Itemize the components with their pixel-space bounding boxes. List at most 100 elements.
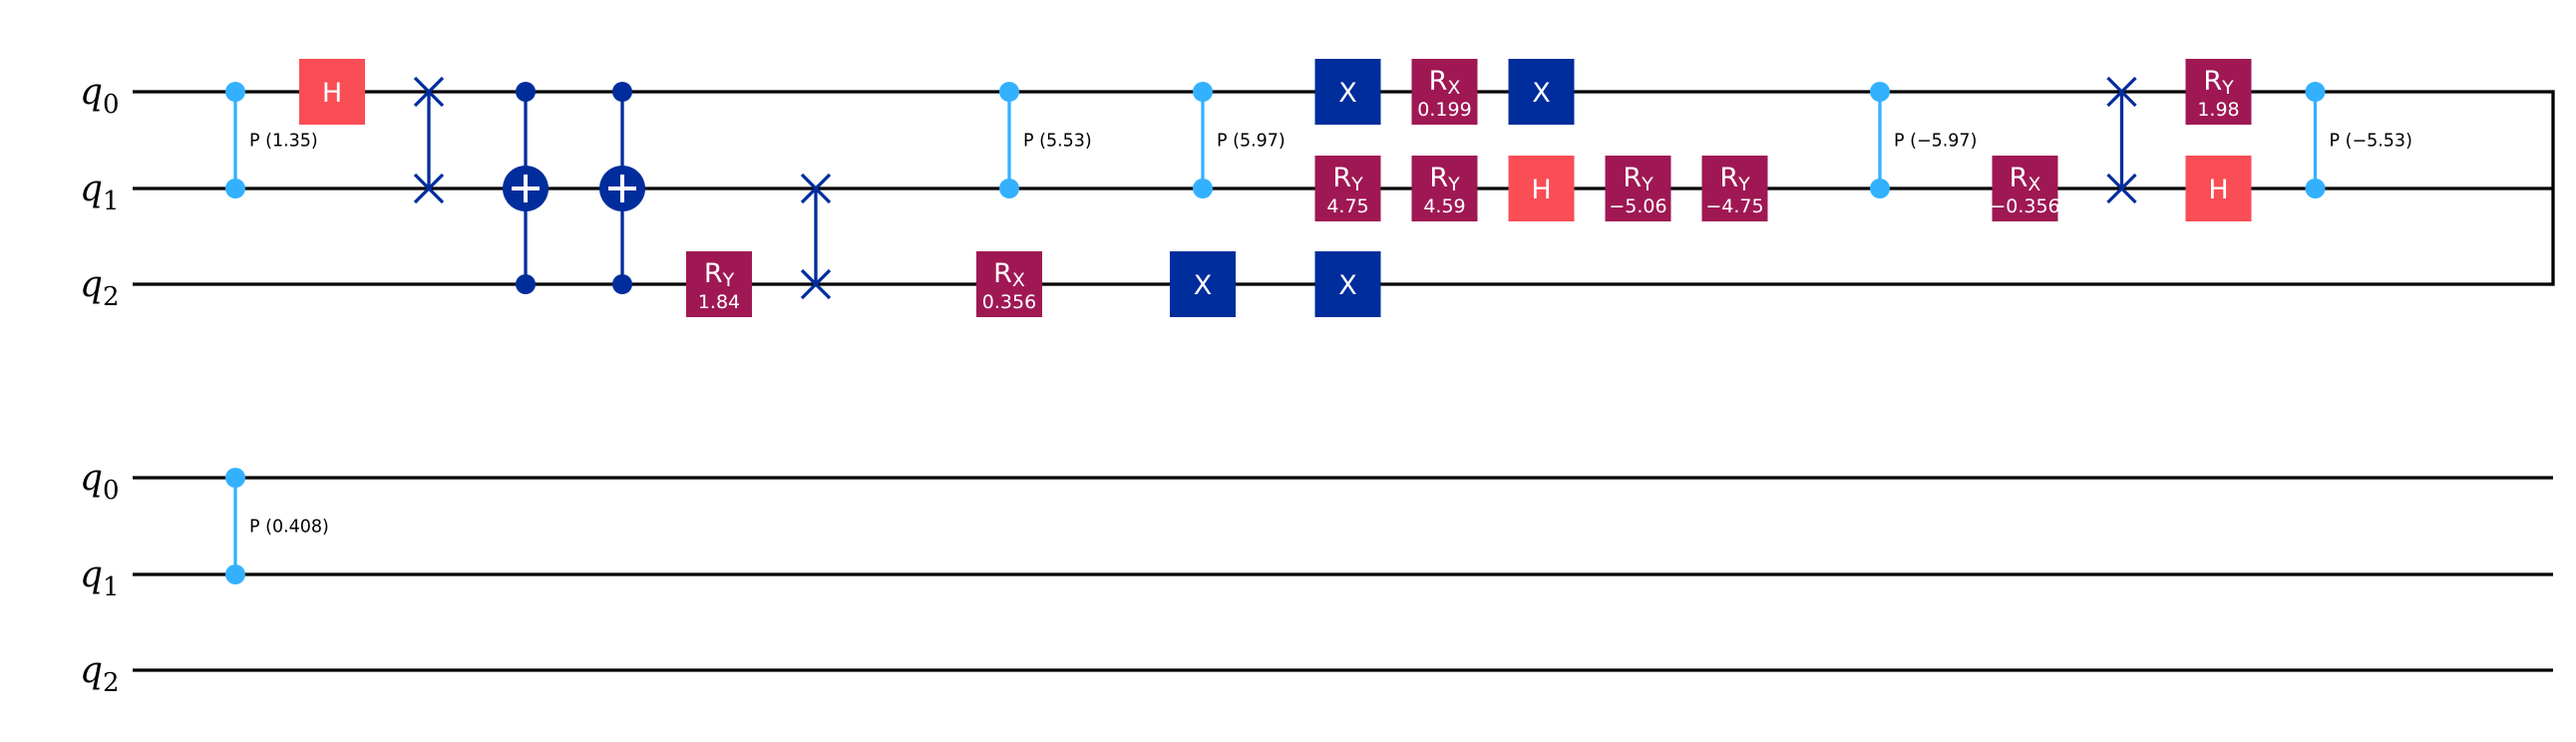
cp-control-dot: [1193, 179, 1213, 198]
gate-name: RX: [1429, 66, 1461, 99]
gate-box: [1701, 156, 1768, 221]
cp-control-dot: [225, 564, 245, 584]
x-gate: X: [1314, 251, 1381, 317]
controlled-phase-gate: P (0.408): [225, 468, 329, 584]
swap-cross: [800, 173, 832, 204]
qubit-label-q2: q2: [80, 650, 120, 698]
qubit-label-q1: q1: [80, 169, 120, 216]
rotation-gate-ry: RY−4.75: [1701, 156, 1768, 221]
gate-box: [1170, 251, 1236, 317]
cp-angle-label: P (0.408): [249, 518, 329, 538]
qubit-label-q0: q0: [80, 458, 120, 506]
qubit-label-q1: q1: [80, 555, 120, 602]
controlled-phase-gate: P (−5.53): [2305, 82, 2412, 198]
gate-name: RY: [1719, 163, 1750, 195]
gate-box: [2185, 59, 2252, 125]
gate-name: RY: [1623, 163, 1654, 195]
cp-control-dot: [1870, 82, 1890, 102]
gate-box: [2185, 156, 2252, 221]
gate-box: [1508, 59, 1575, 125]
gate-box: [686, 251, 752, 317]
gate-name: RY: [2203, 66, 2234, 99]
gate-name: X: [1338, 78, 1357, 109]
cp-angle-label: P (1.35): [249, 132, 318, 152]
cp-control-dot: [999, 179, 1019, 198]
toffoli-gate: [599, 82, 645, 294]
gate-parameter: 1.84: [698, 291, 740, 313]
gate-parameter: 0.199: [1417, 99, 1471, 121]
gate-box: [1314, 156, 1381, 221]
controlled-phase-gate: P (1.35): [225, 82, 318, 198]
gate-parameter: 1.98: [2197, 99, 2239, 121]
cp-angle-label: P (−5.97): [1894, 132, 1977, 152]
cp-control-dot: [2305, 82, 2326, 102]
qubit-label-q2: q2: [80, 264, 120, 312]
cp-control-dot: [1870, 179, 1890, 198]
swap-cross: [413, 173, 445, 204]
gate-name: H: [1531, 175, 1551, 205]
gate-name: X: [1532, 78, 1551, 109]
gate-box: [1508, 156, 1575, 221]
gate-name: H: [322, 78, 342, 109]
hadamard-gate: H: [299, 59, 365, 125]
controlled-phase-gate: P (−5.97): [1870, 82, 1977, 198]
gate-box: [1992, 156, 2058, 221]
rotation-gate-rx: RX0.199: [1411, 59, 1478, 125]
qubit-label-q0: q0: [80, 72, 120, 120]
circuit-row-2: q0 q1 q2 P (0.408): [80, 458, 2553, 698]
cp-angle-label: P (−5.53): [2330, 132, 2412, 152]
rotation-gate-ry: RY4.75: [1314, 156, 1381, 221]
gate-parameter: −5.06: [1609, 195, 1666, 217]
cp-control-dot: [1193, 82, 1213, 102]
toffoli-control-dot: [516, 274, 536, 294]
swap-cross: [2106, 173, 2137, 204]
gate-name: X: [1194, 270, 1213, 301]
gate-name: RX: [993, 258, 1025, 291]
rotation-gate-ry: RY4.59: [1411, 156, 1478, 221]
swap-gate: [413, 76, 445, 204]
cp-control-dot: [2305, 179, 2326, 198]
gate-box: [1605, 156, 1671, 221]
gate-box: [1314, 251, 1381, 317]
gate-parameter: 4.59: [1423, 195, 1465, 217]
gate-name: RY: [1429, 163, 1460, 195]
rotation-gate-ry: RY−5.06: [1605, 156, 1671, 221]
gate-parameter: 0.356: [982, 291, 1036, 313]
gate-box: [1314, 59, 1381, 125]
x-gate: X: [1314, 59, 1381, 125]
gate-box: [976, 251, 1042, 317]
x-gate: X: [1508, 59, 1575, 125]
toffoli-gate: [503, 82, 549, 294]
swap-gate: [2106, 76, 2137, 204]
rotation-gate-rx: RX−0.356: [1990, 156, 2060, 221]
cp-control-dot: [225, 179, 245, 198]
gate-box: [1411, 156, 1478, 221]
gate-parameter: 4.75: [1326, 195, 1368, 217]
hadamard-gate: H: [1508, 156, 1575, 221]
gate-name: X: [1338, 270, 1357, 301]
hadamard-gate: H: [2185, 156, 2252, 221]
gate-box: [299, 59, 365, 125]
swap-gate: [800, 173, 832, 300]
controlled-phase-gate: P (5.53): [999, 82, 1092, 198]
swap-cross: [413, 76, 445, 108]
gate-name: RX: [2010, 163, 2041, 195]
gate-box: [1411, 59, 1478, 125]
cp-control-dot: [999, 82, 1019, 102]
cp-control-dot: [225, 468, 245, 488]
controlled-phase-gate: P (5.97): [1193, 82, 1286, 198]
gate-parameter: −0.356: [1990, 195, 2059, 217]
toffoli-control-dot: [612, 82, 632, 102]
swap-cross: [800, 268, 832, 300]
gate-name: H: [2208, 175, 2228, 205]
toffoli-control-dot: [612, 274, 632, 294]
swap-cross: [2106, 76, 2137, 108]
cp-control-dot: [225, 82, 245, 102]
gate-parameter: −4.75: [1705, 195, 1763, 217]
rotation-gate-ry: RY1.84: [686, 251, 752, 317]
rotation-gate-rx: RX0.356: [976, 251, 1042, 317]
toffoli-control-dot: [516, 82, 536, 102]
rotation-gate-ry: RY1.98: [2185, 59, 2252, 125]
